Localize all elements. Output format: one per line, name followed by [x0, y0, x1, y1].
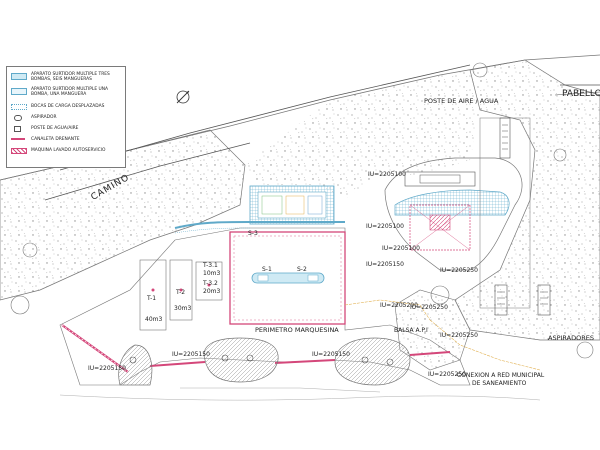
sewer-connection-label-2: DE SANEAMIENTO	[472, 380, 527, 387]
planter-islands	[118, 337, 411, 386]
legend-label: APARATO SURTIDOR MULTIPLE TRES BOMBAS, S…	[31, 72, 110, 83]
tank-t1-volume: 40m3	[145, 316, 163, 323]
terrain-west	[0, 54, 600, 301]
sewer-connection	[344, 299, 541, 371]
air-water-post-label: POSTE DE AIRE / AGUA	[424, 97, 499, 105]
pump-single-symbol	[11, 88, 27, 95]
tank-t32-volume: 20m3	[203, 288, 221, 295]
pump-multi-symbol	[11, 73, 27, 80]
wash-area	[384, 157, 523, 271]
invert-level-label: IU=2205250	[440, 332, 478, 339]
canopy-perimeter-label: PERIMETRO MARQUESINA	[255, 326, 339, 334]
shop-building	[174, 185, 345, 234]
pabellon-building	[554, 84, 600, 96]
legend-label: POSTE DE AGUA/AIRE	[31, 126, 79, 131]
tank-t2-volume: 30m3	[174, 305, 192, 312]
invert-level-label: IU=2205100	[382, 245, 420, 252]
drain-channels	[61, 324, 451, 373]
invert-level-label: IU=2205250	[428, 371, 466, 378]
pabellon-label: PABELLO	[562, 89, 600, 99]
invert-level-label: IU=2205250	[440, 267, 478, 274]
pump-islands	[251, 272, 325, 284]
south-contours	[59, 387, 541, 401]
invert-level-label: IU=2205100	[368, 171, 406, 178]
wash-machine-symbol	[11, 148, 27, 154]
drain-channel-symbol	[11, 138, 25, 140]
invert-level-label: IU=2205100	[366, 223, 404, 230]
legend-label: MAQUINA LAVADO AUTOSERVICIO	[31, 148, 106, 153]
invert-level-label: IU=2205150	[88, 365, 126, 372]
sewer-connection-label-1: CONEXION A RED MUNICIPAL	[457, 372, 545, 379]
island-s1-label: S-1	[262, 266, 272, 273]
tank-t1-label: T-1	[147, 295, 157, 302]
offset-fill-ports-symbol	[11, 104, 27, 110]
tank-t2-label: T-2	[176, 289, 186, 296]
tank-t31-volume: 10m3	[203, 270, 221, 277]
island-s2-label: S-2	[297, 266, 307, 273]
vacuum-symbol	[14, 115, 22, 121]
legend-label: APARATO SURTIDOR MULTIPLE UNA BOMBA, UNA…	[31, 87, 109, 98]
invert-level-label: IU=2205150	[312, 351, 350, 358]
tank-t31-label: T-3.1	[203, 262, 218, 269]
legend-label: BOCAS DE CARGA DESPLAZADAS	[31, 104, 105, 109]
legend-label: ASPIRADOR	[31, 115, 57, 120]
invert-level-label: IU=2205200	[380, 302, 418, 309]
canopy-perimeter	[229, 231, 346, 325]
vacuum-bays	[479, 117, 551, 316]
air-water-post-symbol	[14, 126, 21, 132]
tank-t32-label: T-3.2	[203, 280, 218, 287]
north-arrow-icon	[176, 90, 190, 104]
underground-tanks	[139, 259, 223, 331]
legend-label: CANALETA DRENANTE	[31, 137, 80, 142]
vacuums-label: ASPIRADORES	[548, 334, 594, 342]
legend-panel: APARATO SURTIDOR MULTIPLE TRES BOMBAS, S…	[6, 66, 126, 168]
island-s3-label: S-3	[248, 230, 258, 237]
invert-level-label: IU=2205150	[366, 261, 404, 268]
trees	[10, 62, 594, 359]
invert-level-label: IU=2205150	[172, 351, 210, 358]
invert-level-label: IU=2205250	[410, 304, 448, 311]
balsa-label: BALSA A.P.I	[394, 327, 428, 334]
